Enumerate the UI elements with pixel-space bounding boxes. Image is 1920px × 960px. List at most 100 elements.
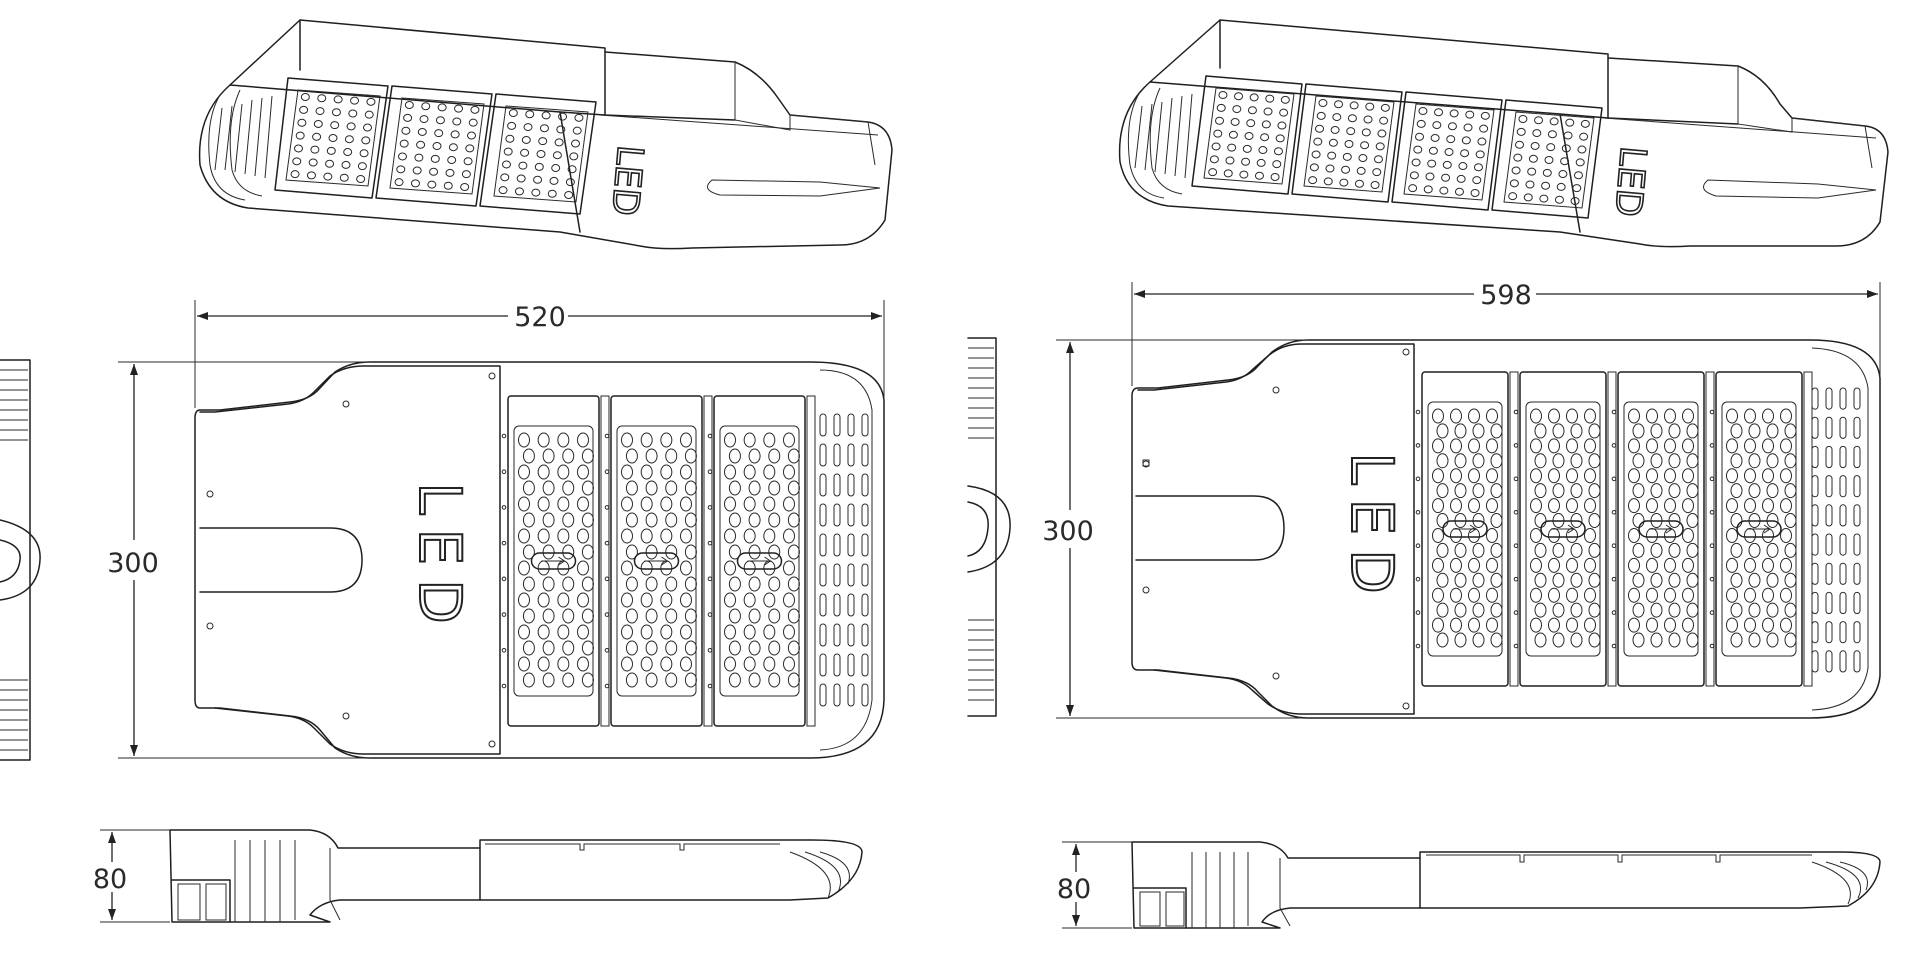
led-bead (1744, 587, 1756, 603)
led-bead (581, 608, 594, 624)
led-bead (339, 173, 349, 182)
led-bead (326, 146, 336, 155)
vent-slot (833, 443, 841, 467)
led-bead (1744, 527, 1756, 543)
led-bead (562, 512, 575, 528)
led-bead (1668, 453, 1681, 469)
led-bead (1650, 572, 1663, 588)
led-bead (1748, 572, 1761, 588)
led-bead (1242, 144, 1252, 153)
led-bead (1468, 587, 1480, 603)
led-bead (1784, 632, 1797, 648)
led-bead (461, 170, 471, 179)
vent-slot (847, 563, 855, 587)
led-bead (1473, 163, 1483, 172)
led-bead (1726, 557, 1738, 573)
led-bead (1472, 632, 1485, 648)
dimension-length-left: 520 (194, 298, 885, 408)
led-bead (1584, 468, 1596, 484)
led-bead (1279, 108, 1289, 117)
led-bead (763, 496, 776, 512)
led-bead (1762, 527, 1774, 543)
led-bead (1780, 408, 1792, 424)
led-bead (432, 142, 442, 150)
led-bead (763, 432, 776, 448)
led-bead (1461, 136, 1471, 145)
vent-slot (819, 683, 827, 707)
dimension-length-right: 598 (1131, 276, 1881, 386)
led-bead (1744, 498, 1756, 514)
led-bead (1650, 423, 1663, 439)
led-bead (645, 576, 658, 592)
led-bead (330, 121, 340, 130)
led-bead (1650, 632, 1663, 648)
led-bead (450, 130, 460, 139)
right-led-module (1709, 371, 1813, 687)
model-right: LED LED (967, 19, 1889, 929)
vent-slot (819, 563, 827, 587)
led-bead (581, 448, 594, 464)
led-bead (1477, 137, 1487, 146)
led-bead (783, 464, 795, 480)
led-bead (1780, 498, 1792, 514)
vent-slot (1825, 650, 1833, 673)
led-bead (1225, 156, 1235, 165)
led-bead (1275, 134, 1285, 143)
led-bead (1584, 557, 1596, 573)
arrow-badge-icon (633, 552, 680, 570)
led-bead (625, 576, 638, 592)
arrow-badge-icon (530, 552, 577, 570)
led-bead (306, 171, 316, 180)
led-bead (468, 118, 478, 127)
led-bead (1408, 184, 1418, 193)
led-bead (1548, 408, 1560, 424)
led-bead (430, 154, 440, 163)
led-bead (522, 544, 535, 560)
led-bead (518, 432, 530, 448)
led-bead (1534, 632, 1547, 648)
led-label-iso-left: LED (603, 144, 650, 218)
led-bead (1664, 468, 1676, 484)
vent-slot (861, 473, 869, 497)
led-bead (1726, 498, 1738, 514)
led-bead (1450, 438, 1462, 454)
led-bead (1249, 93, 1259, 102)
led-bead (1766, 453, 1779, 469)
led-bead (537, 560, 550, 576)
led-bead (1323, 177, 1333, 186)
led-bead (1436, 602, 1449, 618)
led-bead (1486, 498, 1498, 514)
led-bead (1523, 193, 1533, 202)
led-bead (680, 656, 692, 672)
led-bead (541, 111, 551, 120)
led-bead (1280, 95, 1290, 104)
led-bead (1436, 572, 1449, 588)
led-bead (562, 576, 575, 592)
led-bead (1628, 527, 1640, 543)
led-bead (299, 105, 309, 114)
led-bead (1468, 408, 1480, 424)
led-bead (621, 496, 633, 512)
led-bead (1354, 179, 1364, 188)
led-bead (1784, 602, 1797, 618)
led-bead (1458, 162, 1468, 171)
led-bead (768, 640, 781, 656)
led-bead (1432, 617, 1444, 633)
led-bead (748, 672, 761, 688)
led-bead (1730, 423, 1743, 439)
led-bead (763, 592, 776, 608)
led-bead (660, 592, 673, 608)
led-bead (518, 560, 530, 576)
led-bead (518, 496, 530, 512)
led-bead (1686, 542, 1699, 558)
led-bead (768, 544, 781, 560)
led-bead (507, 121, 517, 130)
length-value-right: 598 (1480, 280, 1532, 311)
led-bead (1566, 617, 1578, 633)
led-bead (1272, 160, 1282, 169)
led-bead (1427, 159, 1437, 168)
led-bead (1527, 167, 1537, 176)
led-bead (1432, 557, 1444, 573)
led-bead (1762, 438, 1774, 454)
led-bead (1358, 154, 1368, 163)
